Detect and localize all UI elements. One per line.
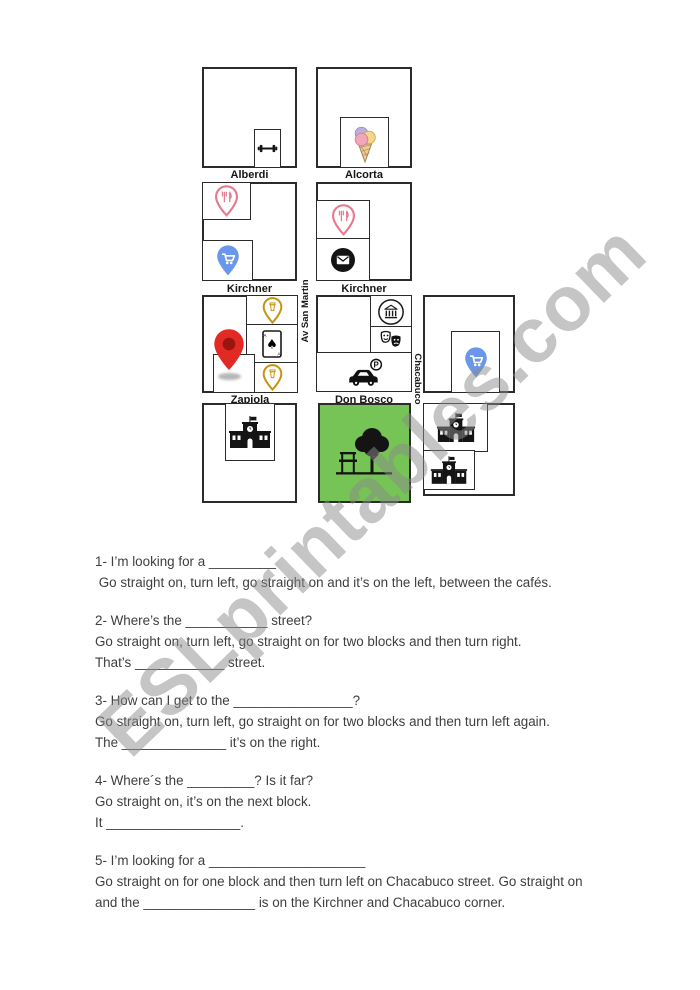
park-tree-bench-icon (336, 428, 392, 475)
marker-shadow (218, 373, 241, 380)
school-building (423, 450, 475, 490)
you-are-here-marker (210, 327, 248, 383)
street-label-chacabuco: Chacabuco (412, 353, 423, 405)
svg-text:A: A (277, 352, 280, 357)
theatre-masks-icon (380, 330, 401, 347)
supermarket-building (202, 240, 253, 281)
parking-lot: P (316, 352, 412, 392)
street-label-alberdi: Alberdi (230, 169, 269, 181)
restaurant-building (202, 182, 251, 220)
supermarket-building (451, 331, 500, 393)
svg-text:P: P (373, 360, 378, 369)
school-icon (229, 416, 271, 448)
question-5: 5- I’m looking for a ___________________… (95, 850, 655, 913)
question-3: 3- How can I get to the ________________… (95, 690, 655, 753)
block-school-west (202, 403, 297, 503)
school-building (225, 403, 275, 461)
street-label-av-san-martin: Av San Martin (300, 279, 311, 343)
exercise-text: 1- I’m looking for a _________ Go straig… (95, 551, 655, 930)
restaurant-building (316, 200, 370, 240)
school-icon (430, 456, 468, 484)
theatre-building (370, 326, 412, 353)
street-label-kirchner-east: Kirchner (341, 283, 387, 295)
dumbbell-gym-icon (257, 144, 278, 153)
block-zapiola: ♠ A A (202, 295, 298, 393)
question-line: Go straight on, it’s on the next block. (95, 794, 312, 809)
school-building (423, 403, 488, 452)
restaurant-pin-icon (214, 185, 239, 217)
question-2: 2- Where’s the ___________ street? Go st… (95, 610, 655, 673)
block-alberdi (202, 67, 297, 168)
question-line: 4- Where´s the _________? Is it far? (95, 773, 314, 788)
block-kirchner-west (202, 182, 297, 281)
question-line: That’s ____________ street. (95, 655, 266, 670)
parking-car-icon: P (349, 358, 383, 386)
question-line: and the _______________ is on the Kirchn… (95, 895, 506, 910)
question-line: Go straight on, turn left, go straight o… (95, 634, 522, 649)
question-line: Go straight on for one block and then tu… (95, 874, 583, 889)
svg-text:♠: ♠ (266, 338, 278, 353)
question-line: 5- I’m looking for a ___________________… (95, 853, 366, 868)
ice-cream-shop (340, 117, 389, 168)
question-line: 2- Where’s the ___________ street? (95, 613, 313, 628)
block-chacabuco-east (423, 295, 515, 393)
question-line: Go straight on, turn left, go straight o… (95, 575, 552, 590)
cafe-pin-icon (262, 297, 282, 324)
block-schools-east (423, 403, 515, 496)
post-office-building (316, 238, 370, 281)
svg-text:A: A (263, 333, 266, 338)
block-don-bosco: P (316, 295, 412, 392)
cafe-pin-icon (262, 364, 282, 391)
ice-cream-icon (354, 126, 376, 163)
playing-card-icon: ♠ A A (262, 330, 282, 358)
restaurant-pin-icon (331, 204, 355, 236)
question-1: 1- I’m looking for a _________ Go straig… (95, 551, 655, 593)
block-kirchner-east (316, 182, 412, 281)
block-park (318, 403, 411, 503)
block-alcorta (316, 67, 412, 168)
street-label-alcorta: Alcorta (345, 169, 383, 181)
question-line: 1- I’m looking for a _________ (95, 554, 276, 569)
post-office-mail-icon (331, 247, 355, 272)
bank-building (370, 295, 412, 328)
supermarket-cart-pin-icon (464, 346, 487, 377)
cafe-building (246, 295, 298, 326)
bank-icon (378, 298, 404, 325)
question-line: It __________________. (95, 815, 244, 830)
school-icon (436, 413, 475, 442)
question-line: 3- How can I get to the ________________… (95, 693, 361, 708)
street-label-kirchner-west: Kirchner (226, 283, 273, 295)
question-line: Go straight on, turn left, go straight o… (95, 714, 550, 729)
gym-building (254, 129, 281, 168)
supermarket-cart-pin-icon (216, 245, 239, 276)
question-line: The ______________ it’s on the right. (95, 735, 321, 750)
you-are-here-marker-icon (214, 329, 244, 371)
question-4: 4- Where´s the _________? Is it far? Go … (95, 770, 655, 833)
